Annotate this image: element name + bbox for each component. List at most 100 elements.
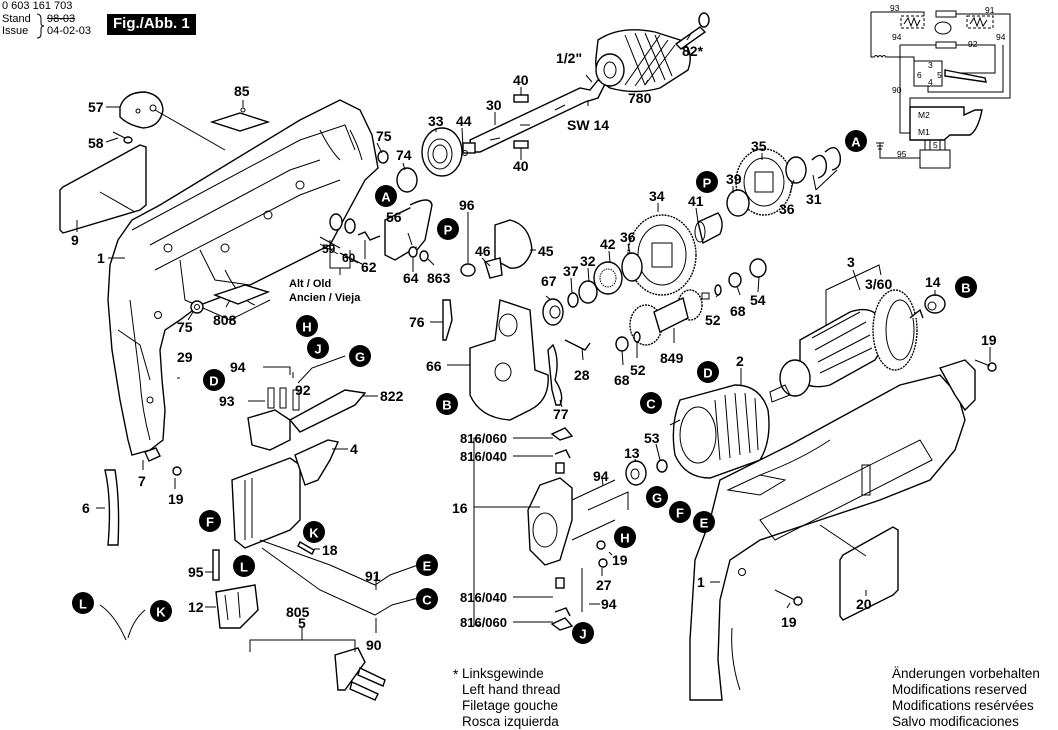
part-label-94a: 94 (230, 359, 246, 375)
part-label-360: 3/60 (865, 276, 892, 292)
bearing-68a (728, 272, 742, 288)
ring-36b (621, 252, 643, 282)
connection-marker-j2: J (572, 622, 594, 644)
marker-letter: A (851, 135, 861, 150)
key-40-bottom (513, 140, 529, 149)
footnote-line: Filetage gouche (462, 698, 559, 713)
terminal-95 (212, 549, 220, 581)
part-label-816040b: 816/040 (460, 590, 507, 605)
part-label-94c: 94 (601, 596, 617, 612)
part-label-75a: 75 (376, 128, 392, 144)
marker-letter: E (700, 516, 709, 531)
marker-circle (640, 392, 662, 414)
part-label-863: 863 (427, 270, 451, 286)
connection-marker-b2: B (436, 393, 458, 415)
part-label-93: 93 (219, 393, 235, 409)
marker-letter: P (444, 223, 453, 238)
part-label-808: 808 (213, 312, 237, 328)
marker-circle (845, 130, 867, 152)
marker-letter: J (579, 627, 586, 642)
part-label-34: 34 (649, 188, 665, 204)
circlip-31a (811, 154, 828, 179)
connection-marker-a2: A (375, 185, 397, 207)
wiring-label-t4: 4 (928, 77, 933, 87)
connection-marker-l2: L (72, 592, 94, 614)
housing-right-half (689, 359, 976, 701)
marker-letter: F (676, 506, 684, 521)
screw-19-housing (774, 589, 803, 606)
marker-letter: H (620, 531, 629, 546)
part-label-41: 41 (688, 193, 704, 209)
part-label-19c: 19 (612, 552, 628, 568)
ring-59-old (329, 213, 343, 231)
old-parts-note-line2: Ancien / Vieja (289, 292, 361, 304)
part-label-13: 13 (624, 445, 640, 461)
gear-housing-66 (469, 299, 549, 421)
connection-marker-a1: A (845, 130, 867, 152)
part-label-5: 5 (298, 615, 306, 631)
connection-marker-p1: P (696, 171, 718, 193)
part-label-58: 58 (88, 135, 104, 151)
wiring-label-w92: 92 (968, 39, 978, 49)
part-label-68b: 68 (614, 372, 630, 388)
part-label-7: 7 (138, 473, 146, 489)
footnote-marker: * (453, 667, 459, 682)
disclaimer-line: Modifications resérvées (892, 698, 1034, 713)
marker-letter: F (206, 515, 214, 530)
wrench-size-label: SW 14 (567, 117, 609, 133)
part-label-27: 27 (596, 577, 612, 593)
chuck-size-label: 1/2" (556, 50, 582, 66)
footnote-line: Rosca izquierda (462, 714, 559, 729)
marker-circle (614, 526, 636, 548)
ring-36a (785, 156, 807, 184)
part-label-816040a: 816/040 (460, 449, 507, 464)
nut-67 (542, 298, 564, 326)
footnote-text: Linksgewinde Left hand thread Filetage g… (462, 666, 560, 730)
part-label-1b: 1 (697, 574, 705, 590)
wiring-label-t3: 3 (928, 60, 933, 70)
connection-marker-p2: P (437, 218, 459, 240)
marker-circle (955, 276, 977, 298)
washer-75 (377, 150, 389, 164)
wire-terminals-94 (267, 355, 346, 411)
marker-circle (572, 622, 594, 644)
part-label-37: 37 (563, 263, 579, 279)
wiring-label-t6: 6 (917, 70, 922, 80)
connection-marker-d2: D (697, 361, 719, 383)
footnote-line: Linksgewinde (462, 666, 544, 681)
wiring-label-w91: 91 (985, 5, 995, 15)
screw-58 (112, 131, 133, 144)
part-label-2: 2 (736, 353, 744, 369)
screw-19-clamp (172, 466, 182, 476)
nut-42 (593, 261, 623, 295)
part-label-62: 62 (361, 259, 377, 275)
brush-group-bracket (473, 437, 480, 626)
part-label-74: 74 (396, 147, 412, 163)
label-plate-808 (212, 284, 271, 305)
leader-lines (76, 31, 991, 633)
part-label-96: 96 (459, 197, 475, 213)
figure-label: Fig./Abb. 1 (107, 14, 196, 35)
marker-circle (199, 510, 221, 532)
key-40-top (513, 94, 529, 103)
bearing-68b (615, 336, 629, 352)
part-label-44: 44 (456, 113, 472, 129)
brace-icon (36, 13, 45, 39)
marker-letter: H (302, 320, 311, 335)
wiring-label-w95: 95 (897, 149, 907, 159)
part-label-19a: 19 (981, 332, 997, 348)
part-label-36b: 36 (620, 229, 636, 245)
marker-circle (436, 393, 458, 415)
connection-marker-e1: E (693, 511, 715, 533)
part-label-45: 45 (538, 243, 554, 259)
part-label-32: 32 (580, 253, 596, 269)
shaft-849 (629, 289, 710, 346)
part-label-68a: 68 (730, 303, 746, 319)
wiring-label-w94b: 94 (996, 32, 1006, 42)
connection-marker-b1: B (955, 276, 977, 298)
part-label-816060b: 816/060 (460, 615, 507, 630)
sleeve-54 (749, 258, 767, 278)
